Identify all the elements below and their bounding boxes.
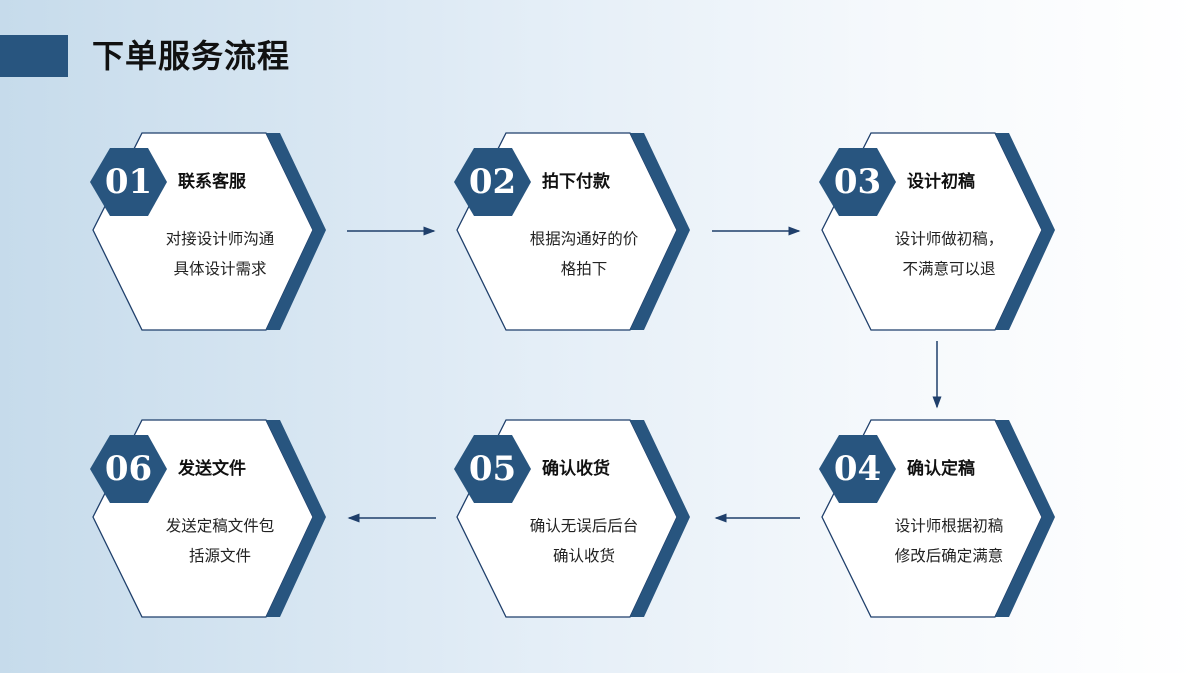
number-hexagon: [454, 435, 531, 503]
desc-line: 设计师根据初稿: [894, 517, 1004, 535]
step-number: 04: [833, 449, 882, 489]
step-01: 01 联系客服 对接设计师沟通 具体设计需求: [90, 130, 330, 335]
step-title: 设计初稿: [907, 172, 975, 192]
desc-line: 发送定稿文件包: [165, 517, 275, 535]
step-number: 05: [468, 449, 517, 489]
number-hexagon: [819, 148, 896, 216]
step-description: 对接设计师沟通 具体设计需求: [120, 224, 320, 284]
hexagon-side-stripe: [266, 133, 326, 330]
step-06: 06 发送文件 发送定稿文件包 括源文件: [90, 417, 330, 622]
step-number: 01: [104, 162, 153, 202]
title-accent-bar: [0, 35, 68, 77]
step-03: 03 设计初稿 设计师做初稿， 不满意可以退: [819, 130, 1059, 335]
step-number: 06: [104, 449, 153, 489]
desc-line: 格拍下: [560, 260, 608, 278]
desc-line: 确认无误后后台: [529, 517, 639, 535]
hexagon-side-stripe: [266, 420, 326, 617]
number-hexagon: [90, 435, 167, 503]
desc-line: 不满意可以退: [902, 260, 996, 278]
hexagon-side-stripe: [630, 420, 690, 617]
step-description: 设计师根据初稿 修改后确定满意: [849, 511, 1049, 571]
step-05: 05 确认收货 确认无误后后台 确认收货: [454, 417, 694, 622]
step-title: 联系客服: [178, 172, 246, 192]
number-hexagon: [454, 148, 531, 216]
step-description: 根据沟通好的价 格拍下: [484, 224, 684, 284]
desc-line: 设计师做初稿，: [894, 230, 1004, 248]
step-description: 确认无误后后台 确认收货: [484, 511, 684, 571]
step-description: 设计师做初稿， 不满意可以退: [849, 224, 1049, 284]
desc-line: 具体设计需求: [173, 260, 267, 278]
step-description: 发送定稿文件包 括源文件: [120, 511, 320, 571]
hexagon-side-stripe: [630, 133, 690, 330]
desc-line: 根据沟通好的价: [529, 230, 639, 248]
step-number: 03: [833, 162, 882, 202]
desc-line: 修改后确定满意: [894, 547, 1004, 565]
number-hexagon: [90, 148, 167, 216]
number-hexagon: [819, 435, 896, 503]
step-04: 04 确认定稿 设计师根据初稿 修改后确定满意: [819, 417, 1059, 622]
step-title: 发送文件: [178, 459, 246, 479]
step-number: 02: [468, 162, 517, 202]
hexagon-side-stripe: [995, 420, 1055, 617]
step-02: 02 拍下付款 根据沟通好的价 格拍下: [454, 130, 694, 335]
step-title: 确认收货: [542, 459, 610, 479]
desc-line: 对接设计师沟通: [165, 230, 275, 248]
desc-line: 确认收货: [552, 547, 615, 565]
desc-line: 括源文件: [188, 547, 251, 565]
hexagon-side-stripe: [995, 133, 1055, 330]
page-title: 下单服务流程: [92, 37, 291, 75]
step-title: 确认定稿: [907, 459, 975, 479]
step-title: 拍下付款: [542, 172, 610, 192]
